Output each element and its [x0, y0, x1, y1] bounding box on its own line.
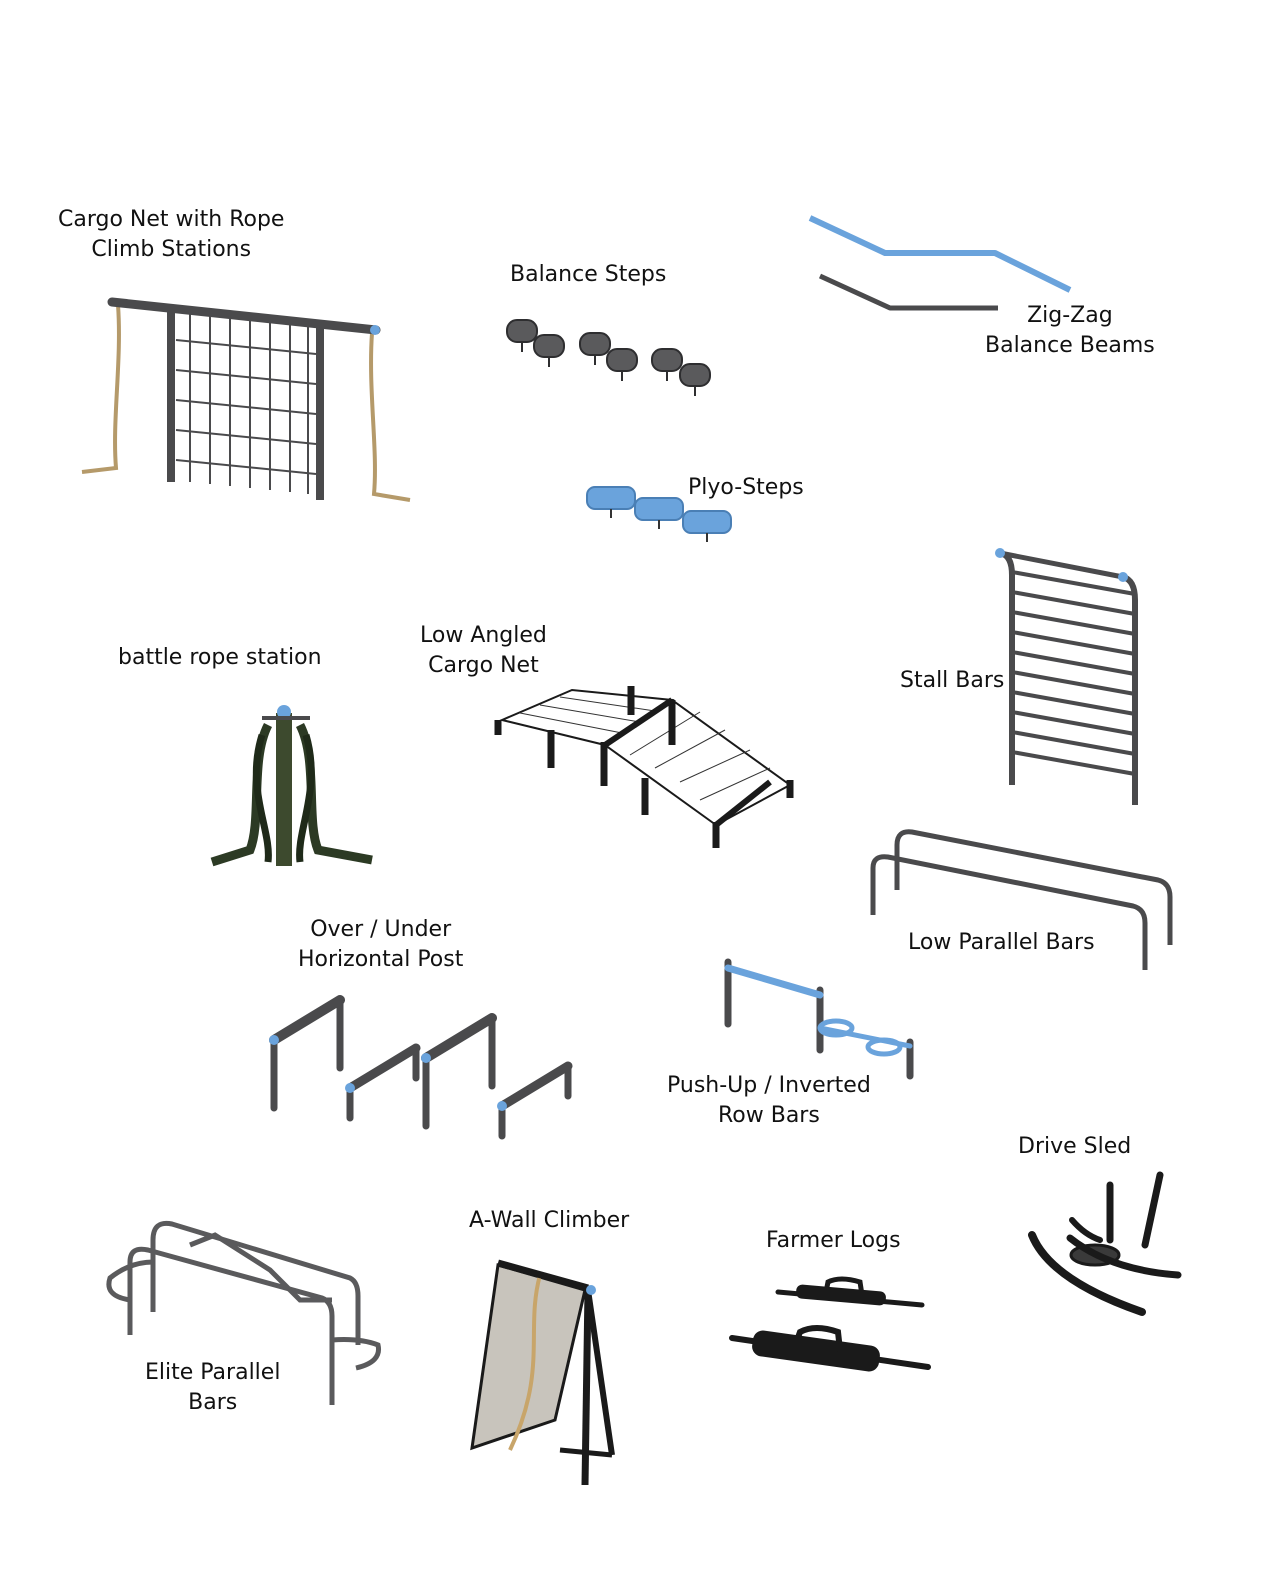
- cargo-net-top-beam: [107, 297, 381, 335]
- battle-rope-illustration: [210, 705, 373, 867]
- label-over-under-horizontal-post: Over / Under Horizontal Post: [298, 917, 464, 972]
- label-pushup-inverted-row-bars: Push-Up / Inverted Row Bars: [667, 1073, 871, 1128]
- balance-step-2: [533, 334, 565, 367]
- cargo-net-end-cap: [370, 325, 380, 335]
- balance-step-6: [679, 363, 711, 396]
- drive-sled-runner-right: [1066, 1234, 1182, 1279]
- balance-step-3: [579, 332, 611, 365]
- plyo-step-1: [586, 486, 636, 518]
- balance-step-1: [506, 319, 538, 352]
- zigzag-beam-gray: [818, 273, 998, 311]
- high-post-1: [269, 995, 345, 1112]
- label-farmer-logs: Farmer Logs: [766, 1228, 901, 1253]
- over-under-posts-illustration: [269, 995, 573, 1140]
- low-net-slope-section: [603, 698, 792, 827]
- low-angled-cargo-net-illustration: [494, 686, 794, 848]
- pushup-row-bars-illustration: [724, 958, 914, 1080]
- a-wall-climb-rope: [508, 1274, 542, 1451]
- label-zigzag-balance-beams: Zig-Zag Balance Beams: [985, 303, 1155, 358]
- balance-step-5: [651, 348, 683, 381]
- label-drive-sled: Drive Sled: [1018, 1134, 1132, 1159]
- drive-sled-runner-left: [1028, 1231, 1146, 1316]
- cargo-net-mesh: [175, 314, 317, 494]
- low-post-1: [345, 1043, 421, 1122]
- a-wall-climber-illustration: [470, 1259, 615, 1486]
- label-stall-bars: Stall Bars: [900, 668, 1005, 693]
- zigzag-beams-illustration: [808, 215, 1072, 311]
- label-low-parallel-bars: Low Parallel Bars: [908, 930, 1095, 955]
- plyo-step-2: [634, 497, 684, 529]
- farmer-log-1: [775, 1276, 925, 1308]
- low-parallel-bars-illustration: [870, 829, 1173, 970]
- label-balance-steps: Balance Steps: [510, 262, 667, 287]
- left-climb-rope: [81, 304, 121, 474]
- farmer-log-2: [729, 1325, 931, 1372]
- elite-parallel-bars-illustration: [106, 1220, 382, 1405]
- cargo-net-illustration: [81, 297, 411, 502]
- right-climb-rope: [369, 332, 411, 502]
- label-low-angled-cargo-net: Low Angled Cargo Net: [420, 623, 547, 678]
- pushup-bar-blue: [724, 964, 824, 999]
- stall-bars-left-rail: [999, 550, 1015, 785]
- plyo-step-3: [682, 510, 732, 542]
- plyo-steps-illustration: [586, 486, 732, 542]
- a-wall-panel: [470, 1263, 587, 1451]
- stall-bars-illustration: [995, 548, 1138, 805]
- balance-steps-illustration: [506, 319, 711, 396]
- low-net-posts: [494, 686, 794, 848]
- zigzag-beam-blue: [808, 215, 1072, 293]
- label-a-wall-climber: A-Wall Climber: [469, 1208, 630, 1233]
- label-battle-rope-station: battle rope station: [118, 645, 322, 670]
- label-plyo-steps: Plyo-Steps: [688, 475, 804, 500]
- balance-step-4: [606, 348, 638, 381]
- drive-sled-illustration: [1028, 1171, 1182, 1316]
- high-post-2: [421, 1013, 497, 1130]
- low-post-2: [497, 1061, 573, 1140]
- battle-rope-post-cap: [277, 705, 291, 719]
- farmer-logs-illustration: [729, 1276, 931, 1372]
- label-cargo-net: Cargo Net with Rope Climb Stations: [58, 207, 285, 262]
- label-elite-parallel-bars: Elite Parallel Bars: [145, 1360, 281, 1415]
- battle-rope-post: [276, 713, 292, 866]
